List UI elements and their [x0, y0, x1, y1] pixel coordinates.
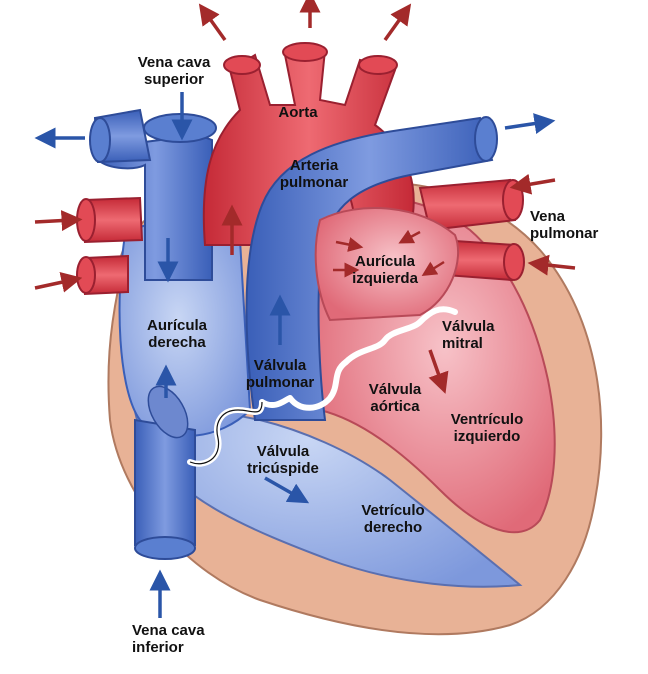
arrow-rv	[264, 476, 310, 504]
arrow-left-in-1	[34, 210, 83, 232]
label-vena-pulmonar: Vena pulmonar	[530, 208, 599, 242]
arrow-lv-down	[428, 349, 449, 394]
label-valvula-mitral: Válvula mitral	[442, 318, 495, 352]
aorta-branch-2	[282, 42, 328, 62]
label-vena-cava-superior: Vena cava superior	[137, 54, 211, 88]
arrow-vp-2	[527, 254, 576, 276]
inferior-vena-cava	[134, 418, 196, 546]
arrow-up-3	[383, 3, 412, 42]
aorta-branch-3	[358, 55, 398, 75]
label-ventriculo-derecho: Vetrículo derecho	[361, 502, 425, 536]
flow-arrows	[34, 0, 576, 618]
arrow-la-2	[398, 229, 421, 244]
label-auricula-izquierda: Aurícula izquierda	[352, 253, 418, 287]
aorta-branch-1	[223, 55, 261, 75]
label-vena-cava-inferior: Vena cava inferior	[132, 622, 205, 656]
pulmonary-artery	[245, 116, 494, 421]
label-valvula-pulmonar: Válvula pulmonar	[245, 357, 315, 391]
inferior-vena-cava-opening	[134, 536, 196, 560]
label-valvula-aortica: Válvula aórtica	[368, 381, 422, 415]
pulmonary-artery-opening	[474, 116, 498, 162]
pulmonary-valve	[259, 359, 349, 411]
arrow-vp-1	[509, 173, 556, 195]
superior-vena-cava-opening	[143, 113, 217, 143]
label-ventriculo-izquierdo: Ventrículo izquierdo	[450, 411, 524, 445]
arrow-left-in-2	[34, 271, 83, 293]
label-arteria-pulmonar: Arteria pulmonar	[279, 157, 349, 191]
mitral-valve	[343, 306, 458, 365]
coronary-sinus	[147, 385, 189, 439]
arrow-la-1	[335, 237, 364, 252]
label-valvula-tricuspide: Válvula tricúspide	[247, 443, 319, 477]
label-auricula-derecha: Aurícula derecha	[146, 317, 207, 351]
arrow-up-1	[198, 3, 227, 42]
tricuspid-valve-outline	[189, 401, 263, 465]
label-aorta: Aorta	[278, 104, 318, 121]
arrow-right-out	[504, 113, 556, 134]
left-atrium	[314, 207, 460, 322]
arrow-la-4	[421, 260, 445, 276]
